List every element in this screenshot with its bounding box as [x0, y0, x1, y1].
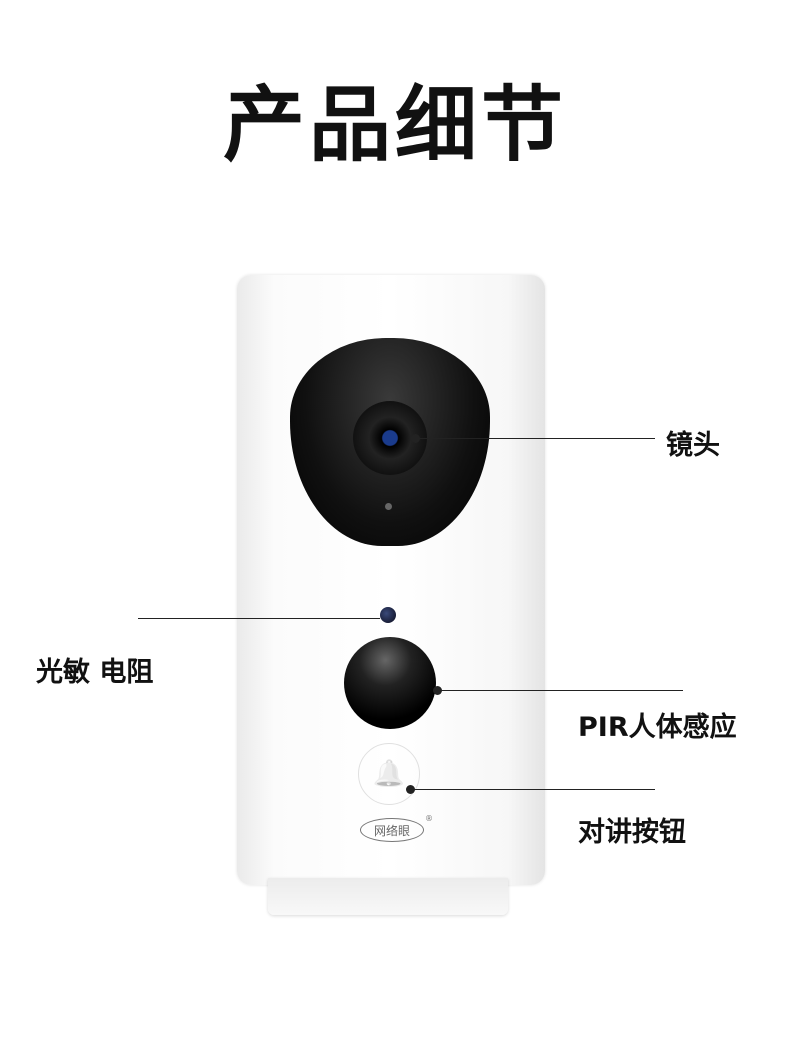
page-title: 产品细节 — [222, 78, 567, 173]
pir-label: PIR人体感应 — [578, 712, 737, 743]
pir-callout-line — [437, 690, 683, 691]
intercom-button: 🔔 — [358, 743, 420, 805]
microphone-hole — [385, 503, 392, 510]
photoresistor-callout-line — [138, 618, 380, 619]
registered-mark: ® — [425, 814, 433, 823]
intercom-label: 对讲按钮 — [578, 817, 686, 848]
bell-icon: 🔔 — [372, 759, 406, 789]
photoresistor-label: 光敏 电阻 — [36, 657, 154, 688]
pir-sensor — [344, 637, 436, 729]
lens-callout-line — [415, 438, 655, 439]
camera-base — [268, 878, 508, 915]
lens-label: 镜头 — [666, 430, 720, 461]
brand-logo: 网络眼 — [360, 818, 424, 842]
intercom-callout-line — [410, 789, 655, 790]
photoresistor — [380, 607, 396, 623]
